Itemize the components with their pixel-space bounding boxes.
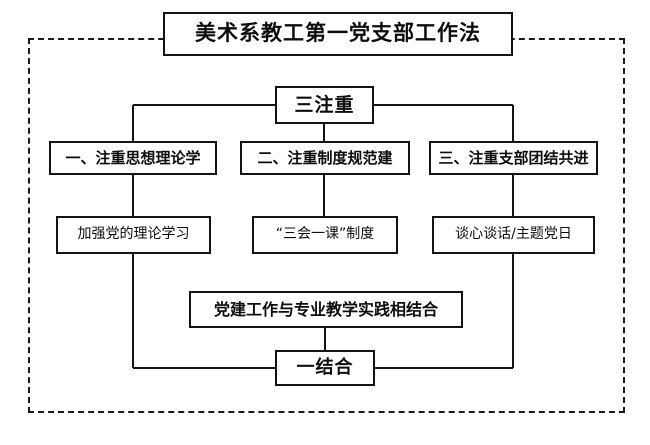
node-measure-three-meetings-one-lesson[interactable]: “三会一课”制度 xyxy=(252,216,398,254)
node-measure-theory-study[interactable]: 加强党的理论学习 xyxy=(56,216,211,254)
node-title[interactable]: 美术系教工第一党支部工作法 xyxy=(163,12,513,56)
node-three-focus[interactable]: 三注重 xyxy=(275,86,374,124)
node-focus-one-ideological-theory[interactable]: 一、注重思想理论学 xyxy=(49,141,217,175)
node-party-building-teaching-integration[interactable]: 党建工作与专业教学实践相结合 xyxy=(189,291,463,328)
node-focus-two-system-norms[interactable]: 二、注重制度规范建 xyxy=(240,141,410,175)
node-focus-three-branch-unity[interactable]: 三、注重支部团结共进 xyxy=(429,141,598,175)
node-measure-heart-to-heart-talks[interactable]: 谈心谈话/主题党日 xyxy=(432,216,595,254)
node-one-combination[interactable]: 一结合 xyxy=(275,350,375,386)
